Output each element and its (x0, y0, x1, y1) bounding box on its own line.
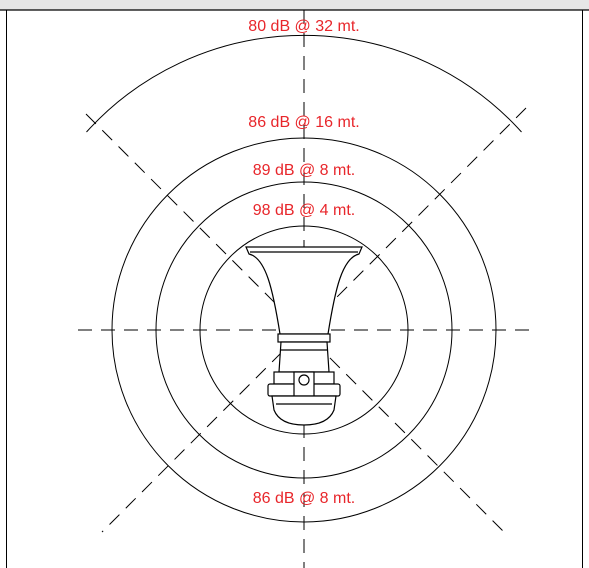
diagonal-axis-left (85, 113, 507, 535)
horn-throat-ring (277, 333, 331, 343)
gland-nut (298, 374, 310, 386)
top-band (0, 0, 589, 10)
label-80db-32m: 80 dB @ 32 mt. (248, 18, 359, 35)
label-98db-4m: 98 dB @ 4 mt. (253, 202, 356, 219)
rear-cap (271, 395, 337, 426)
driver-body (278, 341, 330, 373)
label-89db-8m: 89 dB @ 8 mt. (253, 162, 356, 179)
label-86db-16m: 86 dB @ 16 mt. (248, 114, 359, 131)
horn-speaker-icon (245, 246, 363, 426)
horn-bell (245, 246, 363, 335)
label-86db-8m-rear: 86 dB @ 8 mt. (253, 490, 356, 507)
